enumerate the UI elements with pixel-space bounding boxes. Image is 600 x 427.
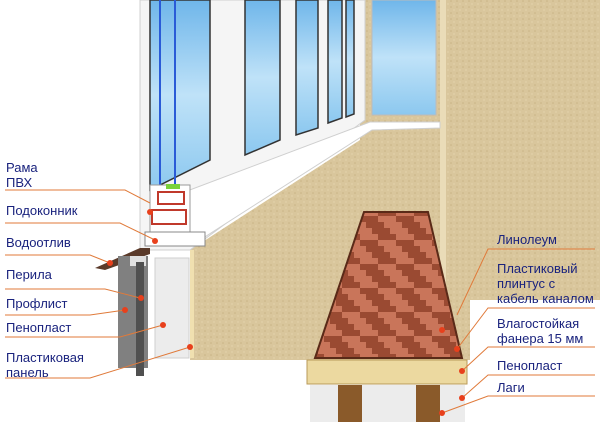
window-pane bbox=[295, 0, 319, 137]
window-pane bbox=[371, 0, 437, 116]
foam-floor bbox=[310, 385, 465, 422]
label-plywood: Влагостойкая фанера 15 мм bbox=[497, 316, 584, 346]
window-pane bbox=[327, 0, 343, 125]
railing bbox=[136, 262, 144, 376]
plastic-panel bbox=[190, 250, 194, 358]
label-foam-right: Пенопласт bbox=[497, 358, 563, 373]
label-foam-left: Пенопласт bbox=[6, 320, 72, 335]
label-window-sill: Подоконник bbox=[6, 203, 78, 218]
window-pane bbox=[345, 0, 355, 119]
window-pane bbox=[149, 0, 211, 192]
label-skirting: Пластиковый плинтус с кабель каналом bbox=[497, 261, 594, 306]
plywood bbox=[306, 359, 468, 385]
label-drip-edge: Водоотлив bbox=[6, 235, 71, 250]
joist bbox=[338, 385, 362, 422]
linoleum bbox=[313, 211, 464, 359]
label-railing: Перила bbox=[6, 267, 52, 282]
label-joists: Лаги bbox=[497, 380, 525, 395]
label-profsheet: Профлист bbox=[6, 296, 68, 311]
joist bbox=[416, 385, 440, 422]
label-plastic-panel: Пластиковая панель bbox=[6, 350, 84, 380]
label-linoleum: Линолеум bbox=[497, 232, 557, 247]
window-pane bbox=[244, 0, 281, 157]
foam-panel bbox=[154, 257, 190, 359]
label-frame-pvc: Рама ПВХ bbox=[6, 160, 38, 190]
